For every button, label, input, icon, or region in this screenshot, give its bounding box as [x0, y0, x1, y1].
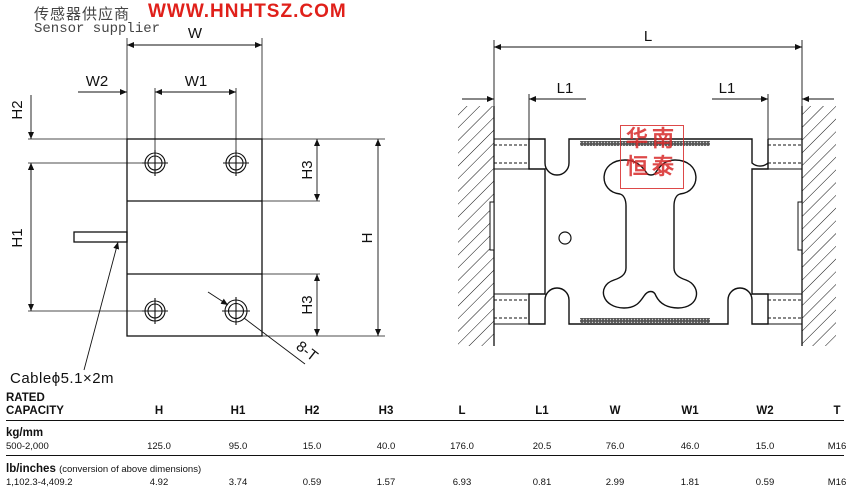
column-header-cell: L	[458, 405, 466, 417]
kg-value-cell: 20.5	[532, 441, 552, 452]
bone-slot	[602, 159, 698, 309]
dim-label-w2: W2	[86, 73, 109, 90]
cable-label: Cableϕ5.1×2m	[10, 370, 115, 387]
lb-value-cell: 6.93	[452, 477, 472, 488]
lb-unit-label: lb/inches	[6, 463, 56, 475]
spec-table: RATED CAPACITY H H1 H2 H3 L L1 W W1 W2 T kg/mm 50…	[6, 392, 846, 488]
company-seal-stamp: 华南 恒泰	[620, 125, 684, 189]
kg-value-cell: 46.0	[680, 441, 700, 452]
table-divider	[6, 455, 844, 456]
dim-label-l: L	[644, 28, 652, 45]
header-capacity: CAPACITY	[6, 405, 64, 417]
lb-value-cell: 0.81	[532, 477, 552, 488]
dim-label-h1: H1	[9, 228, 26, 247]
stamp-line-1: 华南	[625, 127, 678, 152]
kg-capacity: 500-2,000	[6, 441, 49, 452]
lb-value-cell: 0.59	[755, 477, 775, 488]
column-header-cell: H1	[230, 405, 246, 417]
dim-label-w: W	[188, 25, 203, 42]
column-header-cell: T	[833, 405, 841, 417]
knurl-top	[580, 141, 710, 146]
column-header-cell: W1	[681, 405, 699, 417]
table-header-row: RATED CAPACITY H H1 H2 H3 L L1 W W1 W2 T	[6, 392, 844, 420]
table-row-kg: kg/mm 500-2,000 125.0 95.0 15.0 40.0 176.0 20…	[6, 425, 846, 452]
lb-value-cell: M16	[827, 477, 847, 488]
right-wall	[802, 106, 836, 346]
mounting-hole	[142, 150, 168, 176]
lb-value-cell: 2.99	[605, 477, 625, 488]
header-english-subtitle: Sensor supplier	[34, 21, 161, 37]
dim-label-h3-bottom: H3	[299, 295, 316, 314]
kg-value-cell: 95.0	[228, 441, 248, 452]
table-row-lb: lb/inches (conversion of above dimension…	[6, 461, 846, 488]
kg-value-cell: 40.0	[376, 441, 396, 452]
lb-value-cell: 4.92	[149, 477, 169, 488]
stamp-line-2: 恒泰	[625, 155, 678, 180]
lb-unit-wrap: lb/inches (conversion of above dimension…	[6, 463, 201, 475]
side-view	[458, 40, 836, 346]
header-rated: RATED	[6, 392, 45, 404]
column-header-cell: W	[609, 405, 621, 417]
knurl-bottom	[580, 318, 710, 323]
dim-label-h: H	[359, 233, 376, 244]
lb-value-cell: 1.57	[376, 477, 396, 488]
lb-capacity: 1,102.3-4,409.2	[6, 477, 73, 488]
mounting-hole	[222, 297, 250, 325]
dim-label-l1-right: L1	[719, 80, 736, 97]
lb-value-cell: 0.59	[302, 477, 322, 488]
dim-label-holes: 8-T	[293, 338, 321, 365]
kg-value-cell: 15.0	[302, 441, 322, 452]
table-divider	[6, 420, 844, 421]
dim-label-h3-top: H3	[299, 160, 316, 179]
lb-note: (conversion of above dimensions)	[59, 464, 202, 475]
dim-label-h2: H2	[9, 100, 26, 119]
front-view	[28, 38, 385, 371]
kg-value-cell: M16	[827, 441, 847, 452]
kg-value-cell: 125.0	[147, 441, 171, 452]
kg-value-cell: 15.0	[755, 441, 775, 452]
mounting-hole	[142, 298, 168, 324]
dim-label-l1-left: L1	[557, 80, 574, 97]
kg-value-cell: 176.0	[450, 441, 474, 452]
kg-value-cell: 76.0	[605, 441, 625, 452]
column-header-cell: H3	[378, 405, 394, 417]
center-hole	[558, 231, 572, 245]
mounting-hole	[223, 150, 249, 176]
lb-value-cell: 1.81	[680, 477, 700, 488]
header-website[interactable]: WWW.HNHTSZ.COM	[148, 1, 347, 22]
cable-stub	[73, 231, 128, 243]
kg-unit-label: kg/mm	[6, 427, 44, 439]
lb-value-cell: 3.74	[228, 477, 248, 488]
dim-label-w1: W1	[185, 73, 208, 90]
column-header-cell: H	[154, 405, 164, 417]
column-header-cell: L1	[535, 405, 549, 417]
left-wall	[458, 106, 494, 346]
column-header-cell: H2	[304, 405, 320, 417]
column-header-cell: W2	[756, 405, 774, 417]
header-chinese-title: 传感器供应商	[34, 5, 131, 23]
